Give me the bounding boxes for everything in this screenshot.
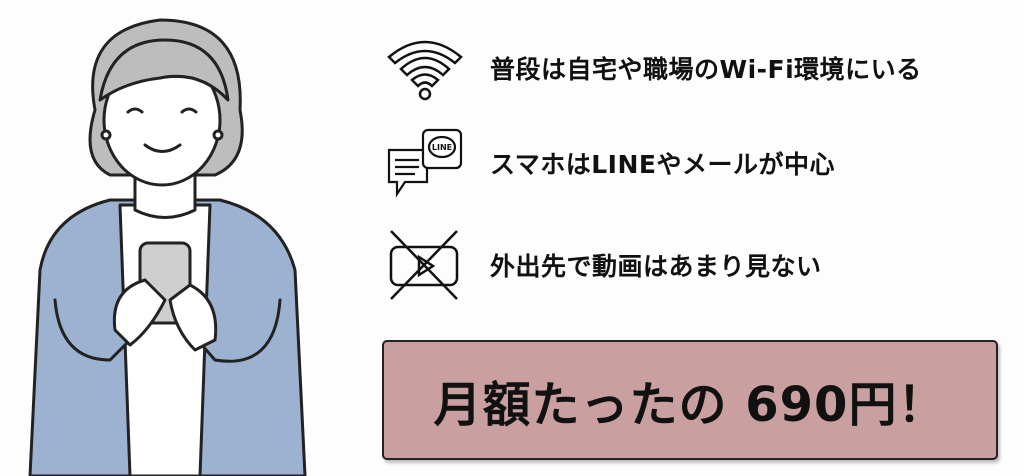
price-banner: 月額たったの 690円！ bbox=[382, 340, 998, 460]
feature-text: 普段は自宅や職場のWi-Fi環境にいる bbox=[490, 55, 922, 84]
no-video-icon bbox=[385, 230, 475, 300]
line-chat-icon: LINE bbox=[385, 128, 475, 198]
feature-no-video: 外出先で動画はあまり見ない bbox=[385, 230, 822, 300]
price-text: 月額たったの 690円！ bbox=[433, 377, 947, 433]
line-label: LINE bbox=[432, 143, 452, 152]
feature-text: スマホはLINEやメールが中心 bbox=[490, 150, 835, 179]
feature-line: LINE スマホはLINEやメールが中心 bbox=[385, 128, 835, 198]
feature-text: 外出先で動画はあまり見ない bbox=[490, 252, 822, 281]
wifi-icon bbox=[385, 33, 475, 103]
elderly-woman-with-smartphone-illustration bbox=[28, 18, 307, 476]
feature-wifi: 普段は自宅や職場のWi-Fi環境にいる bbox=[385, 33, 922, 103]
